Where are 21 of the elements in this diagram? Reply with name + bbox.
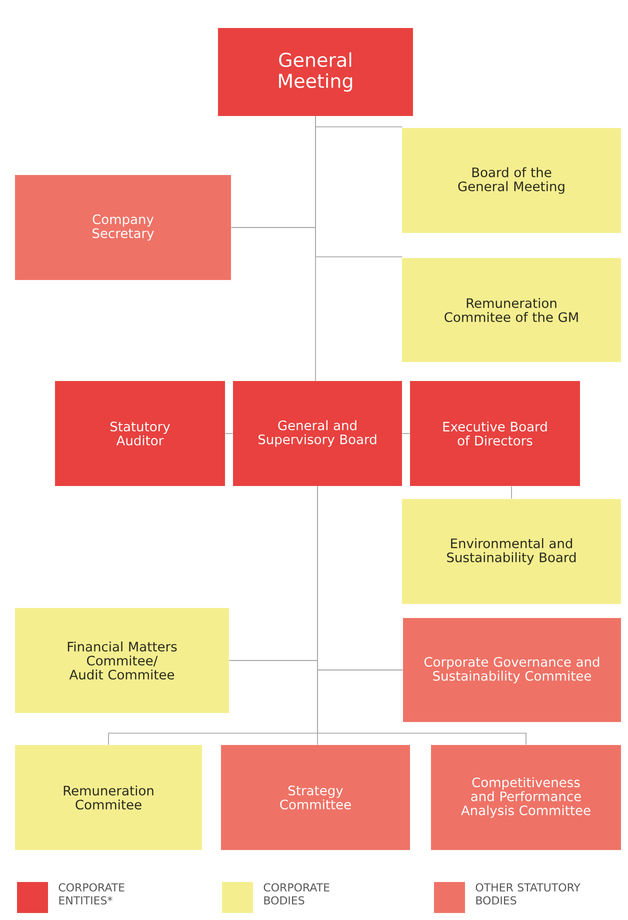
- connector-line: [315, 116, 316, 382]
- connector-line: [511, 486, 512, 500]
- body-box: Remuneration Commitee of the GM: [402, 258, 621, 362]
- statutory-box: Strategy Committee: [221, 745, 410, 850]
- entity-box: Statutory Auditor: [55, 381, 225, 486]
- statutory-box: Corporate Governance and Sustainability Commitee: [403, 618, 621, 722]
- connector-line: [224, 433, 234, 434]
- statutory-box: Company Secretary: [15, 175, 231, 280]
- connector-line: [402, 433, 410, 434]
- entity-box: General Meeting: [218, 28, 413, 116]
- entity-box: General and Supervisory Board: [233, 381, 402, 486]
- body-box: Remuneration Commitee: [15, 745, 202, 850]
- entity-box: Executive Board of Directors: [410, 381, 580, 486]
- body-box: Board of the General Meeting: [402, 128, 621, 233]
- statutory-box: Competitiveness and Performance Analysis Committee: [431, 745, 621, 850]
- body-box: Financial Matters Commitee/ Audit Commitee: [15, 608, 229, 713]
- legend-text: OTHER STATUTORY BODIES: [476, 883, 580, 905]
- legend-text: CORPORATE ENTITIES*: [58, 883, 124, 905]
- connector-line: [317, 486, 526, 746]
- body-box: Environmental and Sustainability Board: [402, 499, 621, 604]
- legend-text: CORPORATE BODIES: [264, 883, 330, 905]
